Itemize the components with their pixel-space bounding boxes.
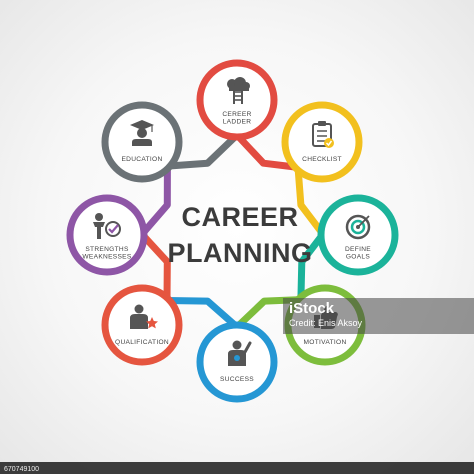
node-ring: [101, 284, 183, 366]
clipboard-check-icon: [312, 121, 334, 148]
title-line-1: CAREER: [181, 202, 298, 232]
node-label: QUALIFICATION: [115, 339, 169, 346]
node-label: MOTIVATION: [303, 339, 346, 346]
node-label: EDUCATION: [121, 156, 162, 163]
connector-success: [163, 297, 241, 331]
node-label: LADDER: [223, 119, 252, 126]
ladder-cloud-icon: [227, 77, 250, 104]
image-id: 670749100: [4, 466, 40, 473]
node-success: SUCCESS: [196, 321, 278, 403]
node-label: GOALS: [346, 254, 371, 261]
stock-watermark: iStock Credit: Enis Aksoy: [283, 298, 474, 334]
connector-education: [163, 131, 241, 170]
bottom-bar: [0, 462, 474, 474]
center-title: CAREER PLANNING: [168, 202, 313, 268]
person-check-icon: [93, 213, 121, 239]
title-line-2: PLANNING: [168, 238, 313, 268]
graduate-icon: [130, 120, 154, 146]
node-ring: [281, 101, 363, 183]
node-disc: [321, 198, 395, 272]
connector-qualification: [138, 230, 171, 304]
person-medal-icon: [228, 340, 252, 366]
node-label: DEFINE: [345, 246, 371, 253]
node-disc: [70, 198, 144, 272]
node-education: EDUCATION: [101, 101, 183, 183]
connector-checklist: [294, 163, 327, 238]
node-qualification: QUALIFICATION: [101, 284, 183, 366]
connector-strengths-weaknesses: [138, 162, 171, 238]
node-label: CEREER: [222, 111, 251, 118]
person-star-icon: [130, 304, 158, 329]
node-label: CHECKLIST: [302, 156, 342, 163]
node-ring: [101, 101, 183, 183]
node-label: STRENGTHS: [85, 246, 129, 253]
node-checklist: CHECKLIST: [281, 101, 363, 183]
node-ring: [196, 59, 278, 141]
node-ring: [317, 194, 399, 276]
connector-define-goals: [297, 230, 327, 304]
node-label: WEAKNESSES: [82, 254, 131, 261]
target-arrow-icon: [345, 214, 371, 240]
node-ring: [196, 321, 278, 403]
watermark-brand: iStock: [289, 300, 335, 317]
node-label: SUCCESS: [220, 376, 254, 383]
node-ring: [66, 194, 148, 276]
connector-career-ladder: [233, 131, 302, 171]
node-disc: [285, 105, 359, 179]
watermark-credit: Credit: Enis Aksoy: [289, 318, 363, 328]
